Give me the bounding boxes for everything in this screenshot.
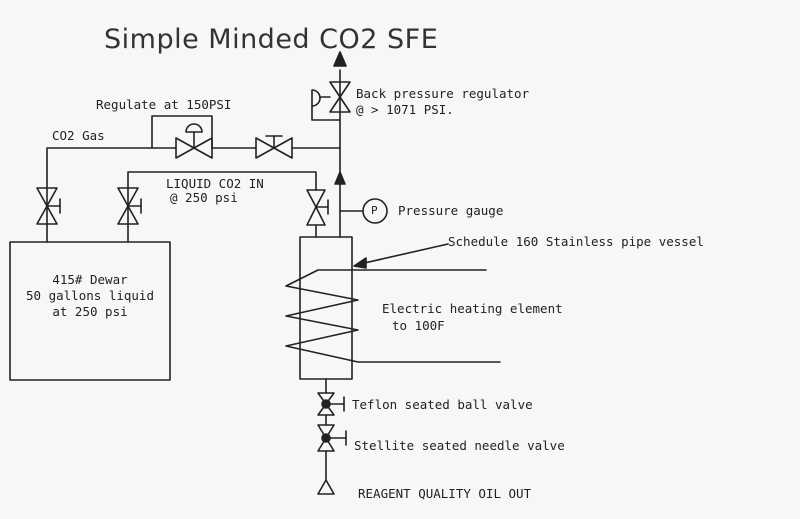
gauge-symbol: P [371, 204, 378, 217]
outlet-nozzle-icon [317, 479, 335, 495]
dewar-label-box: 415# Dewar 50 gallons liquid at 250 psi [10, 242, 170, 380]
liquid-inlet-valve-icon [306, 189, 329, 226]
dewar-capacity-label: 50 gallons liquid [26, 288, 154, 303]
liquid-in-pressure-label: @ 250 psi [170, 190, 238, 205]
pipe-vessel [299, 236, 353, 380]
flow-arrow-icon [334, 171, 346, 185]
vessel-pointer-arrow-icon [353, 257, 367, 269]
vent-arrow-icon [333, 51, 347, 67]
ball-valve-label: Teflon seated ball valve [352, 397, 533, 412]
back-pressure-regulator-icon [311, 81, 351, 121]
bpr-label: Back pressure regulator [356, 86, 530, 101]
dewar-weight-label: 415# Dewar [52, 272, 128, 287]
dewar-text: 415# Dewar 50 gallons liquid at 250 psi [10, 272, 170, 320]
co2-gas-label: CO2 Gas [52, 128, 105, 143]
vessel-pointer-line [359, 243, 449, 265]
pressure-gauge-icon [362, 198, 388, 224]
heater-temp-label: to 100F [392, 318, 445, 333]
dewar-liquid-valve-icon [117, 187, 142, 225]
dewar-tank [9, 241, 171, 381]
dewar-gas-valve-icon [36, 187, 61, 225]
heating-element-coil [285, 269, 501, 363]
co2-gas-line [46, 147, 177, 243]
needle-valve-label: Stellite seated needle valve [354, 438, 565, 453]
gas-shutoff-valve-icon [255, 135, 293, 159]
diagram-title: Simple Minded CO2 SFE [104, 24, 439, 55]
heater-label: Electric heating element [382, 301, 563, 316]
dewar-pressure-label: at 250 psi [52, 304, 128, 319]
liquid-in-label: LIQUID CO2 IN [166, 176, 264, 191]
pressure-gauge-label: Pressure gauge [398, 203, 504, 218]
needle-valve-icon [317, 424, 347, 452]
vessel-label: Schedule 160 Stainless pipe vessel [448, 234, 704, 249]
gas-regulator-icon [175, 123, 213, 159]
bpr-pressure-label: @ > 1071 PSI. [356, 102, 454, 117]
ball-valve-icon [317, 392, 345, 416]
oil-out-label: REAGENT QUALITY OIL OUT [358, 486, 532, 501]
regulator-bypass-line [151, 115, 213, 149]
regulate-label: Regulate at 150PSI [96, 97, 232, 112]
